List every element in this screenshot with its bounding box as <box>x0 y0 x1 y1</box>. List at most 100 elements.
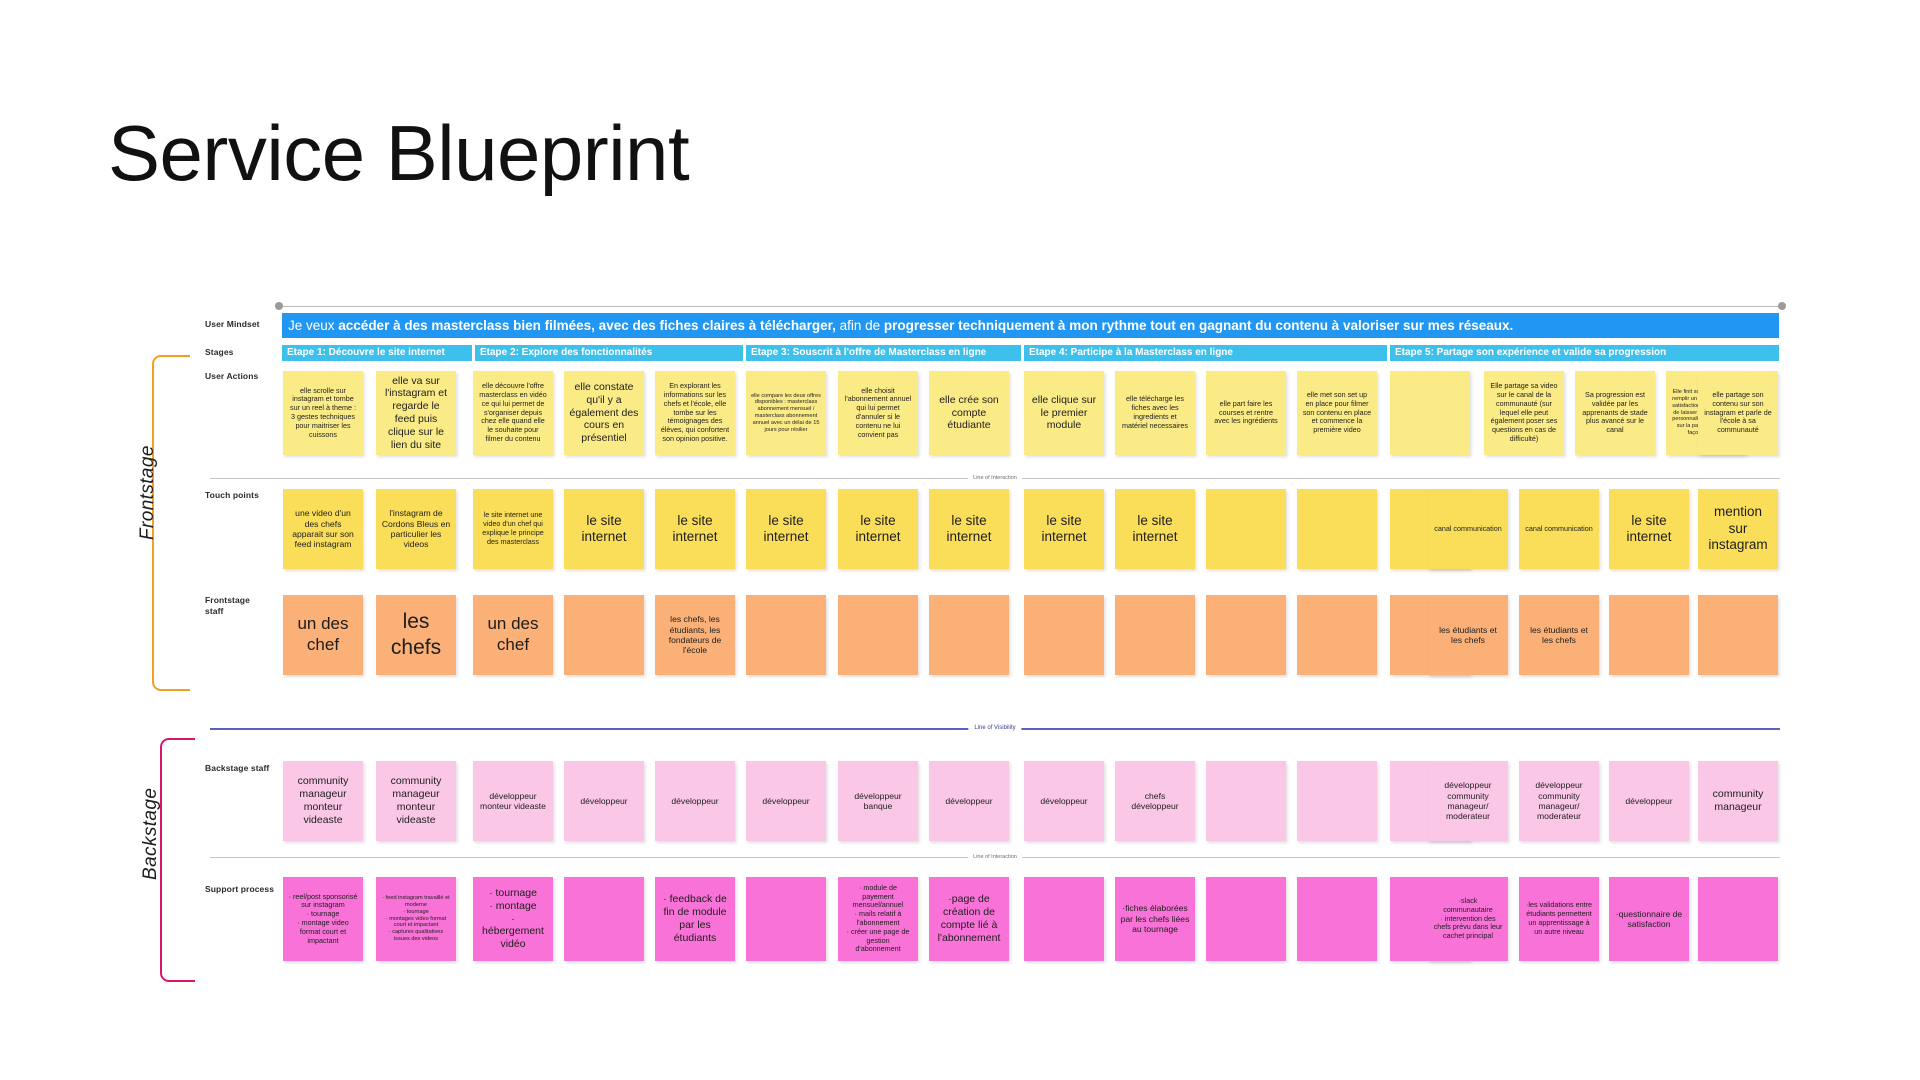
note-backstage-staff-14[interactable]: développeur community manageur/ moderate… <box>1428 761 1508 841</box>
note-touchpoint-3[interactable]: le site internet une video d'un chef qui… <box>473 489 553 569</box>
note-user-action-2[interactable]: elle va sur l'instagram et regarde le fe… <box>376 371 456 455</box>
note-support-process-15[interactable]: ·les validations entre étudiants permett… <box>1519 877 1599 961</box>
note-touchpoint-7[interactable]: le site internet <box>838 489 918 569</box>
stage-banner-5[interactable]: Etape 5: Partage son expérience et valid… <box>1390 345 1779 361</box>
note-frontstage-staff-10[interactable] <box>1115 595 1195 675</box>
note-frontstage-staff-1[interactable]: un des chef <box>283 595 363 675</box>
note-user-action-1[interactable]: elle scrolle sur instagram et tombe sur … <box>283 371 363 455</box>
note-frontstage-staff-7[interactable] <box>838 595 918 675</box>
backstage-bracket <box>160 738 195 982</box>
note-backstage-staff-2[interactable]: community manageur monteur videaste <box>376 761 456 841</box>
note-touchpoint-6[interactable]: le site internet <box>746 489 826 569</box>
note-frontstage-staff-6[interactable] <box>746 595 826 675</box>
note-backstage-staff-6[interactable]: développeur <box>746 761 826 841</box>
note-support-process-10[interactable]: ·fiches élaborées par les chefs liées au… <box>1115 877 1195 961</box>
row-label-user-actions: User Actions <box>205 371 259 381</box>
note-frontstage-staff-4[interactable] <box>564 595 644 675</box>
note-support-process-1[interactable]: · reel/post sponsorisé sur instagram · t… <box>283 877 363 961</box>
note-backstage-staff-12[interactable] <box>1297 761 1377 841</box>
note-touchpoint-14[interactable]: canal communication <box>1428 489 1508 569</box>
group-label-frontstage: Frontstage <box>137 445 158 540</box>
note-touchpoint-16[interactable]: le site internet <box>1609 489 1689 569</box>
note-support-process-14[interactable]: ·slack communautaire · intervention des … <box>1428 877 1508 961</box>
note-backstage-staff-17[interactable]: community manageur <box>1698 761 1778 841</box>
note-touchpoint-17[interactable]: mention sur instagram <box>1698 489 1778 569</box>
rail-dot-left <box>275 302 283 310</box>
user-mindset-bold-2: progresser techniquement à mon rythme to… <box>883 318 1514 333</box>
note-support-process-8[interactable]: ·page de création de compte lié à l'abon… <box>929 877 1009 961</box>
note-frontstage-staff-12[interactable] <box>1297 595 1377 675</box>
note-backstage-staff-5[interactable]: développeur <box>655 761 735 841</box>
note-support-process-16[interactable]: ·questionnaire de satisfaction <box>1609 877 1689 961</box>
note-touchpoint-11[interactable] <box>1206 489 1286 569</box>
line-of-interaction-top-label: Line of Interaction <box>968 475 1022 481</box>
note-user-action-3[interactable]: elle découvre l'offre masterclass en vid… <box>473 371 553 455</box>
note-touchpoint-9[interactable]: le site internet <box>1024 489 1104 569</box>
note-touchpoint-10[interactable]: le site internet <box>1115 489 1195 569</box>
note-touchpoint-15[interactable]: canal communication <box>1519 489 1599 569</box>
note-user-action-10[interactable]: elle télécharge les fiches avec les ingr… <box>1115 371 1195 455</box>
user-mindset-mid: afin de <box>835 318 884 333</box>
note-support-process-7[interactable]: · module de payement mensuel/annuel · ma… <box>838 877 918 961</box>
note-touchpoint-12[interactable] <box>1297 489 1377 569</box>
note-touchpoint-2[interactable]: l'instagram de Cordons Bleus en particul… <box>376 489 456 569</box>
rail-dot-right <box>1778 302 1786 310</box>
note-touchpoint-8[interactable]: le site internet <box>929 489 1009 569</box>
group-label-backstage: Backstage <box>140 787 161 880</box>
note-backstage-staff-3[interactable]: développeur monteur videaste <box>473 761 553 841</box>
note-user-action-17[interactable]: elle partage son contenu sur son instagr… <box>1698 371 1778 455</box>
stage-banner-4[interactable]: Etape 4: Participe à la Masterclass en l… <box>1024 345 1387 361</box>
note-support-process-6[interactable] <box>746 877 826 961</box>
note-user-action-8[interactable]: elle crée son compte étudiante <box>929 371 1009 455</box>
note-frontstage-staff-5[interactable]: les chefs, les étudiants, les fondateurs… <box>655 595 735 675</box>
note-frontstage-staff-11[interactable] <box>1206 595 1286 675</box>
stage-banner-2[interactable]: Etape 2: Explore des fonctionnalités <box>475 345 743 361</box>
note-support-process-12[interactable] <box>1297 877 1377 961</box>
note-backstage-staff-15[interactable]: développeur community manageur/ moderate… <box>1519 761 1599 841</box>
note-backstage-staff-11[interactable] <box>1206 761 1286 841</box>
note-user-action-7[interactable]: elle choisit l'abonnement annuel qui lui… <box>838 371 918 455</box>
note-user-action-11[interactable]: elle part faire les courses et rentre av… <box>1206 371 1286 455</box>
note-user-action-9[interactable]: elle clique sur le premier module <box>1024 371 1104 455</box>
note-frontstage-staff-14[interactable]: les étudiants et les chefs <box>1428 595 1508 675</box>
note-touchpoint-1[interactable]: une video d'un des chefs apparait sur so… <box>283 489 363 569</box>
note-backstage-staff-1[interactable]: community manageur monteur videaste <box>283 761 363 841</box>
note-frontstage-staff-2[interactable]: les chefs <box>376 595 456 675</box>
note-support-process-9[interactable] <box>1024 877 1104 961</box>
note-user-action-5[interactable]: En explorant les informations sur les ch… <box>655 371 735 455</box>
note-user-action-4[interactable]: elle constate qu'il y a également des co… <box>564 371 644 455</box>
note-support-process-17[interactable] <box>1698 877 1778 961</box>
note-frontstage-staff-9[interactable] <box>1024 595 1104 675</box>
note-frontstage-staff-8[interactable] <box>929 595 1009 675</box>
note-user-action-13[interactable] <box>1390 371 1470 455</box>
note-frontstage-staff-3[interactable]: un des chef <box>473 595 553 675</box>
note-support-process-3[interactable]: · tournage · montage · hébergement vidéo <box>473 877 553 961</box>
note-support-process-5[interactable]: · feedback de fin de module par les étud… <box>655 877 735 961</box>
line-of-visibility-label: Line of Visibility <box>968 725 1022 731</box>
note-support-process-4[interactable] <box>564 877 644 961</box>
note-support-process-11[interactable] <box>1206 877 1286 961</box>
note-backstage-staff-4[interactable]: développeur <box>564 761 644 841</box>
note-support-process-2[interactable]: · feed instagram travaillé et moderne · … <box>376 877 456 961</box>
stage-banner-3[interactable]: Etape 3: Souscrit à l'offre de Mastercla… <box>746 345 1021 361</box>
note-user-action-15[interactable]: Sa progression est validée par les appre… <box>1575 371 1655 455</box>
note-user-action-14[interactable]: Elle partage sa video sur le canal de la… <box>1484 371 1564 455</box>
note-frontstage-staff-16[interactable] <box>1609 595 1689 675</box>
row-label-user-mindset: User Mindset <box>205 319 260 329</box>
line-of-interaction-bottom-label: Line of Interaction <box>968 854 1022 860</box>
stage-banner-1[interactable]: Etape 1: Découvre le site internet <box>282 345 472 361</box>
note-frontstage-staff-15[interactable]: les étudiants et les chefs <box>1519 595 1599 675</box>
row-label-touch-points: Touch points <box>205 490 259 500</box>
note-touchpoint-4[interactable]: le site internet <box>564 489 644 569</box>
note-backstage-staff-7[interactable]: développeur banque <box>838 761 918 841</box>
note-touchpoint-5[interactable]: le site internet <box>655 489 735 569</box>
note-backstage-staff-16[interactable]: développeur <box>1609 761 1689 841</box>
note-user-action-12[interactable]: elle met son set up en place pour filmer… <box>1297 371 1377 455</box>
page-title: Service Blueprint <box>108 109 690 197</box>
note-backstage-staff-8[interactable]: développeur <box>929 761 1009 841</box>
note-user-action-6[interactable]: elle compare les deux offres disponibles… <box>746 371 826 455</box>
note-frontstage-staff-17[interactable] <box>1698 595 1778 675</box>
note-backstage-staff-10[interactable]: chefs développeur <box>1115 761 1195 841</box>
note-backstage-staff-9[interactable]: développeur <box>1024 761 1104 841</box>
